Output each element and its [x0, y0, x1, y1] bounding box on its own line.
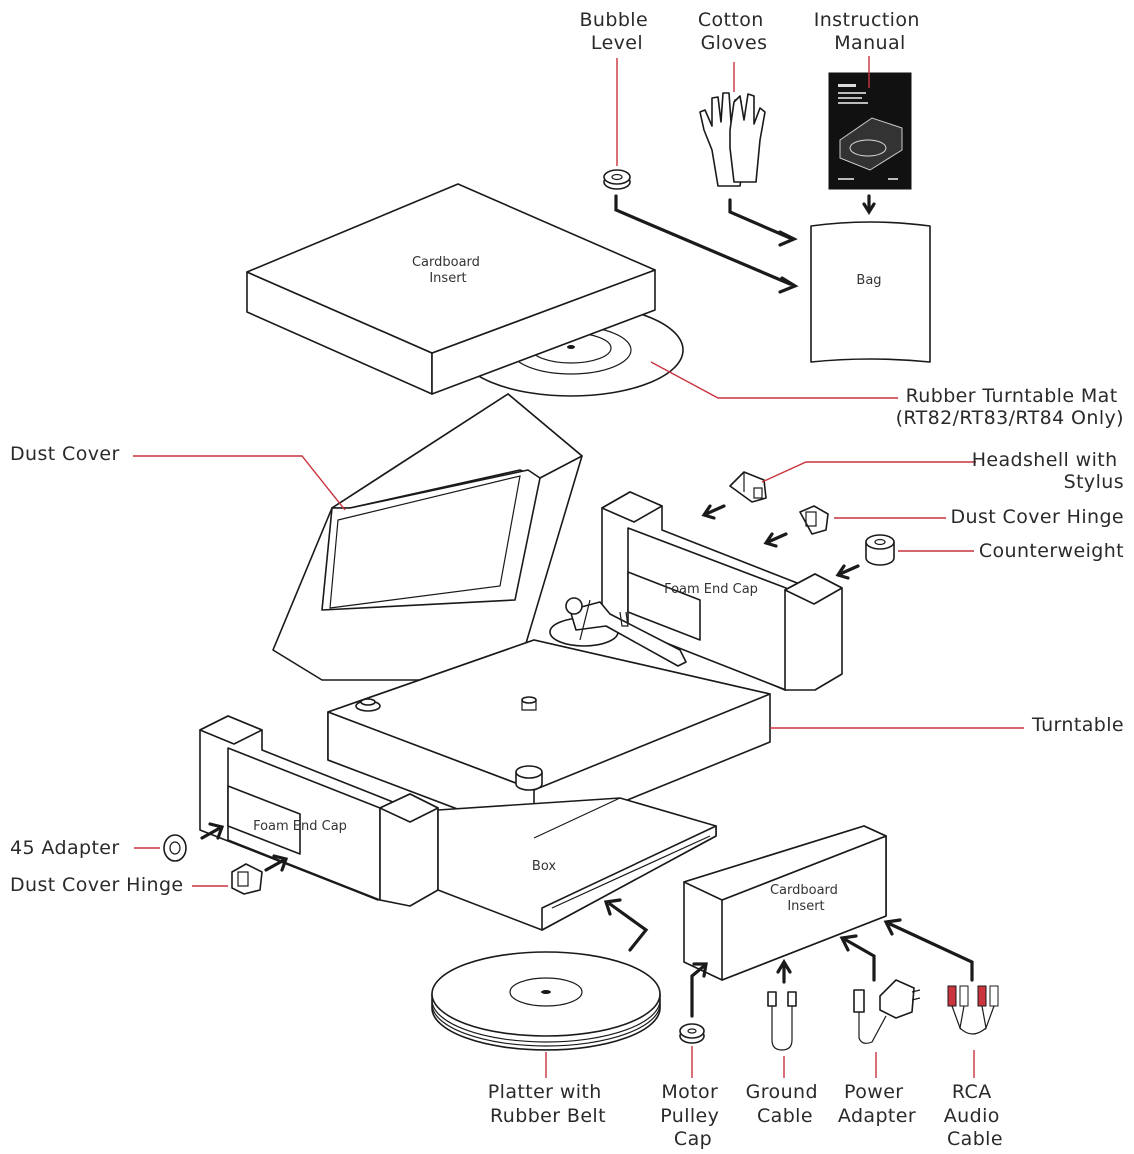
adapter-45	[163, 834, 187, 862]
label-power-adapter: Power Adapter	[838, 1081, 916, 1127]
dust-cover-hinge-left	[231, 863, 263, 895]
rca-audio-cable	[947, 985, 999, 1035]
label-headshell: Headshell with Stylus	[972, 449, 1124, 493]
headshell-leader	[761, 461, 976, 483]
label-motor-pulley-cap: Motor Pulley Cap	[660, 1081, 726, 1150]
box	[437, 797, 717, 931]
label-cardboard-insert-bottom: Cardboard Insert	[770, 883, 842, 914]
dust-cover-hinge-right	[799, 505, 829, 535]
label-bag: Bag	[856, 273, 881, 288]
label-turntable: Turntable	[1031, 714, 1124, 736]
label-box: Box	[532, 859, 556, 874]
headshell-with-stylus	[729, 471, 767, 503]
platter-with-rubber-belt	[431, 951, 661, 1051]
bag	[810, 221, 931, 363]
label-cotton-gloves: Cotton Gloves	[698, 9, 770, 54]
power-adapter	[853, 979, 921, 1044]
dust-cover	[272, 393, 583, 681]
mat-leader	[650, 361, 898, 399]
label-instruction-manual: Instruction Manual	[814, 9, 927, 54]
label-counterweight: Counterweight	[979, 540, 1124, 562]
cotton-gloves	[699, 92, 766, 187]
foam-end-cap-right	[601, 491, 843, 691]
instruction-manual	[828, 72, 912, 190]
label-foam-end-cap-right: Foam End Cap	[664, 582, 758, 597]
label-bubble-level: Bubble Level	[579, 9, 654, 54]
label-dust-cover: Dust Cover	[10, 443, 120, 465]
arrow-level-to-bag	[614, 194, 792, 286]
arrow-gloves-to-bag	[728, 198, 792, 240]
counterweight	[865, 534, 895, 566]
label-rubber-mat: Rubber Turntable Mat (RT82/RT83/RT84 Onl…	[896, 385, 1124, 429]
label-platter: Platter with Rubber Belt	[488, 1081, 608, 1127]
label-dust-cover-hinge-left: Dust Cover Hinge	[10, 874, 184, 896]
label-rca-audio-cable: RCA Audio Cable	[944, 1081, 1006, 1150]
foam-end-cap-left	[199, 715, 439, 907]
cardboard-insert-top	[246, 183, 656, 395]
label-cardboard-insert-top: Cardboard Insert	[412, 255, 484, 286]
label-45-adapter: 45 Adapter	[10, 837, 120, 859]
motor-pulley-cap	[679, 1023, 705, 1044]
label-ground-cable: Ground Cable	[746, 1081, 825, 1127]
label-dust-cover-hinge-right: Dust Cover Hinge	[951, 506, 1125, 528]
label-foam-end-cap-left: Foam End Cap	[253, 819, 347, 834]
bubble-level	[603, 169, 631, 190]
dust-cover-leader	[133, 455, 346, 511]
cardboard-insert-bottom	[683, 825, 887, 981]
ground-cable	[767, 991, 797, 1051]
